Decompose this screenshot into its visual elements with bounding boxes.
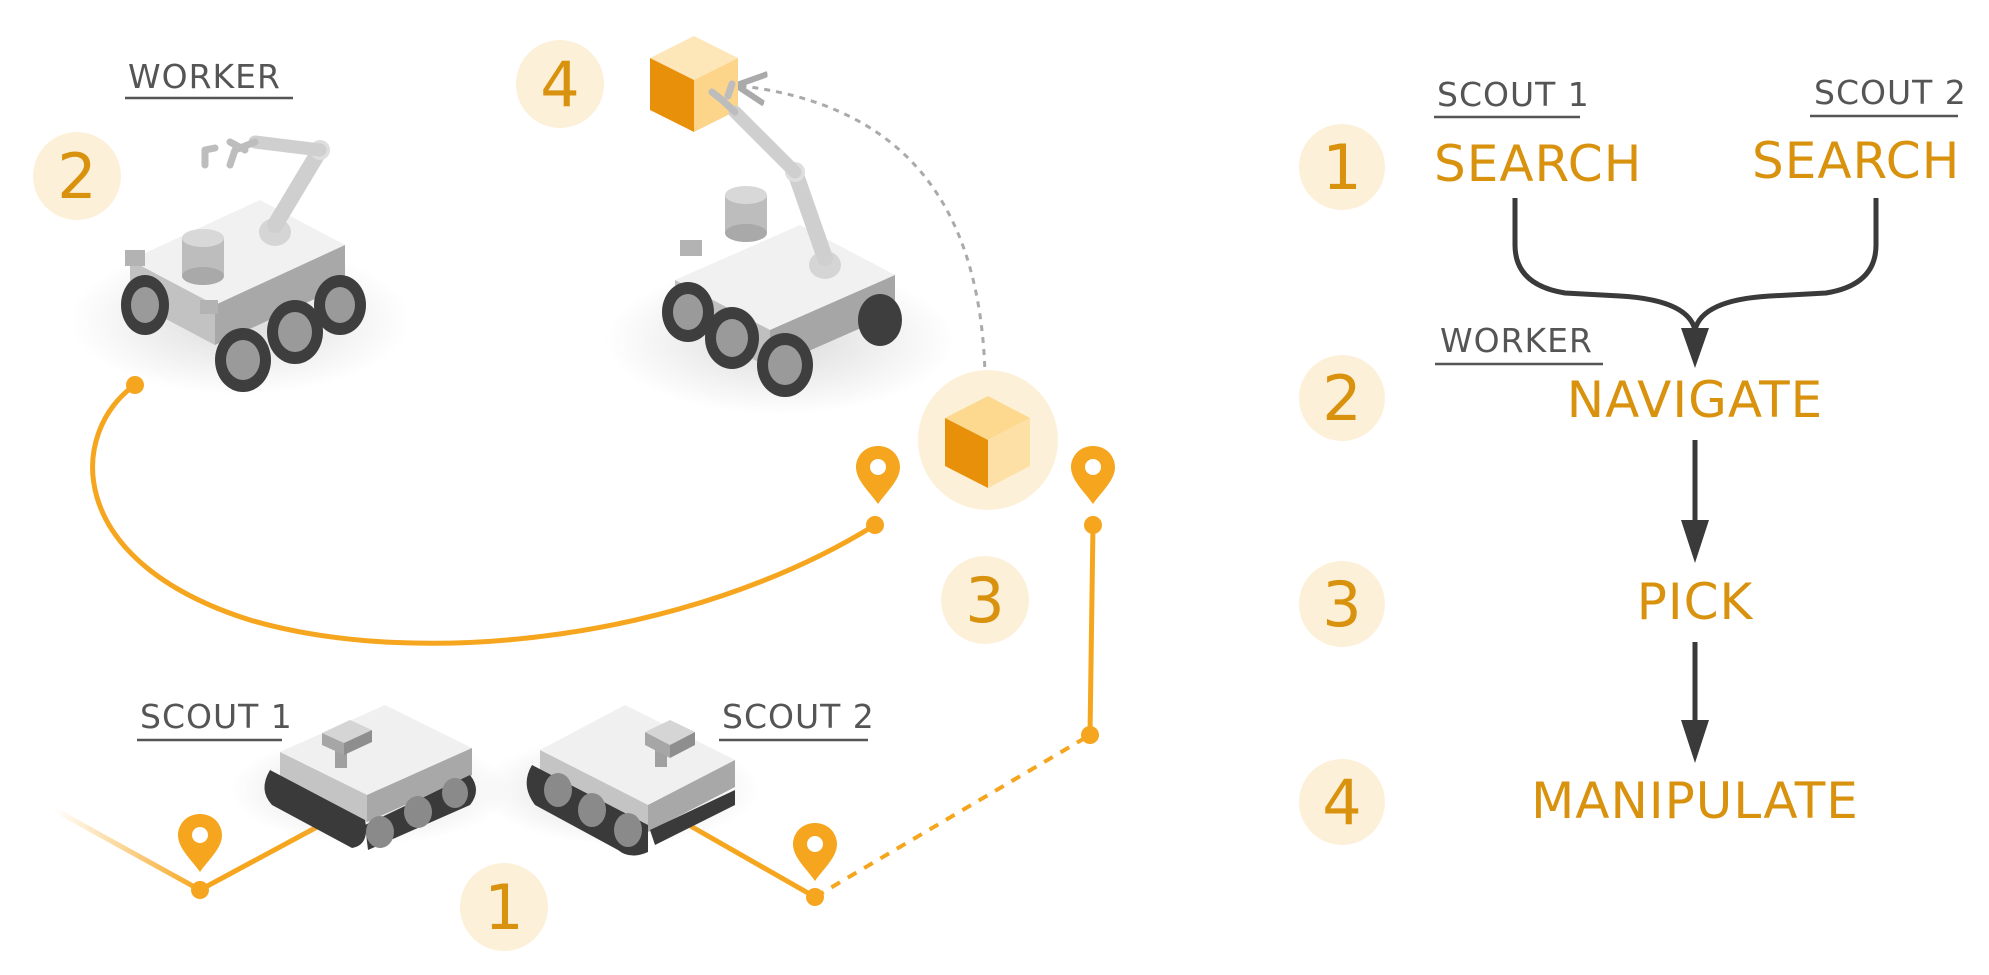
tracked-robot-icon [480, 705, 760, 856]
svg-text:3: 3 [1322, 568, 1361, 641]
flow-scout2-label: SCOUT 2 [1814, 73, 1967, 112]
robot-arm-icon [201, 135, 330, 246]
svg-text:1: 1 [1322, 131, 1361, 204]
flow-worker-label: WORKER [1440, 321, 1593, 360]
svg-text:4: 4 [1322, 766, 1361, 839]
box-icon [918, 370, 1058, 510]
wheeled-robot-icon [605, 186, 955, 415]
box-icon [650, 36, 738, 132]
robot-arm-icon [708, 80, 841, 279]
scout1-faded-path [53, 807, 202, 893]
scout2-vertical-path [1087, 522, 1096, 738]
svg-text:2: 2 [1322, 362, 1361, 435]
flow-search-scout2: SEARCH [1752, 132, 1960, 190]
scout2-path-end-dot [1084, 516, 1102, 534]
svg-text:4: 4 [540, 48, 579, 121]
scout1-label: SCOUT 1 [140, 697, 293, 736]
svg-text:2: 2 [57, 140, 96, 213]
flow-pick: PICK [1637, 573, 1754, 631]
svg-text:1: 1 [484, 871, 523, 944]
map-pin-icon [1071, 446, 1115, 504]
flow-search-scout1: SEARCH [1434, 135, 1642, 193]
step-badge-4: 4 [516, 40, 604, 128]
arrowhead [1681, 520, 1709, 563]
map-pin-icon [178, 814, 222, 872]
scout2-label: SCOUT 2 [722, 697, 875, 736]
task-flowchart: 1 2 3 4 SCOUT 1 SCOUT 2 WORKER SEARCH SE… [1299, 73, 1967, 845]
flow-manipulate: MANIPULATE [1531, 772, 1859, 830]
flow-scout1-label: SCOUT 1 [1437, 75, 1590, 114]
worker-label: WORKER [128, 57, 281, 96]
worker-path-end-dot [866, 516, 884, 534]
step-badge-3: 3 [941, 556, 1029, 644]
merge-arrow-left [1512, 198, 1698, 331]
scout2-path-corner-dot [1081, 726, 1099, 744]
flow-step-badge-2: 2 [1299, 355, 1385, 441]
map-pin-icon [793, 823, 837, 881]
step-badge-1: 1 [460, 863, 548, 951]
scout1-path-dot [191, 881, 209, 899]
step-badge-2: 2 [33, 132, 121, 220]
flow-step-badge-1: 1 [1299, 124, 1385, 210]
map-pin-icon [856, 446, 900, 504]
svg-text:3: 3 [965, 564, 1004, 637]
merge-arrow-right [1692, 198, 1879, 331]
flow-navigate: NAVIGATE [1567, 371, 1824, 429]
scout2-dashed-path [813, 733, 1092, 899]
flow-step-badge-4: 4 [1299, 759, 1385, 845]
arrowhead [1681, 720, 1709, 763]
worker-path-start-dot [126, 376, 144, 394]
wheeled-robot-icon [70, 200, 410, 395]
scout2-path-dot [806, 888, 824, 906]
flow-step-badge-3: 3 [1299, 561, 1385, 647]
tracked-robot-icon [230, 705, 510, 850]
merge-arrowhead [1681, 328, 1709, 368]
worker-navigation-path [90, 382, 878, 646]
pick-trajectory-arrow [742, 86, 987, 416]
